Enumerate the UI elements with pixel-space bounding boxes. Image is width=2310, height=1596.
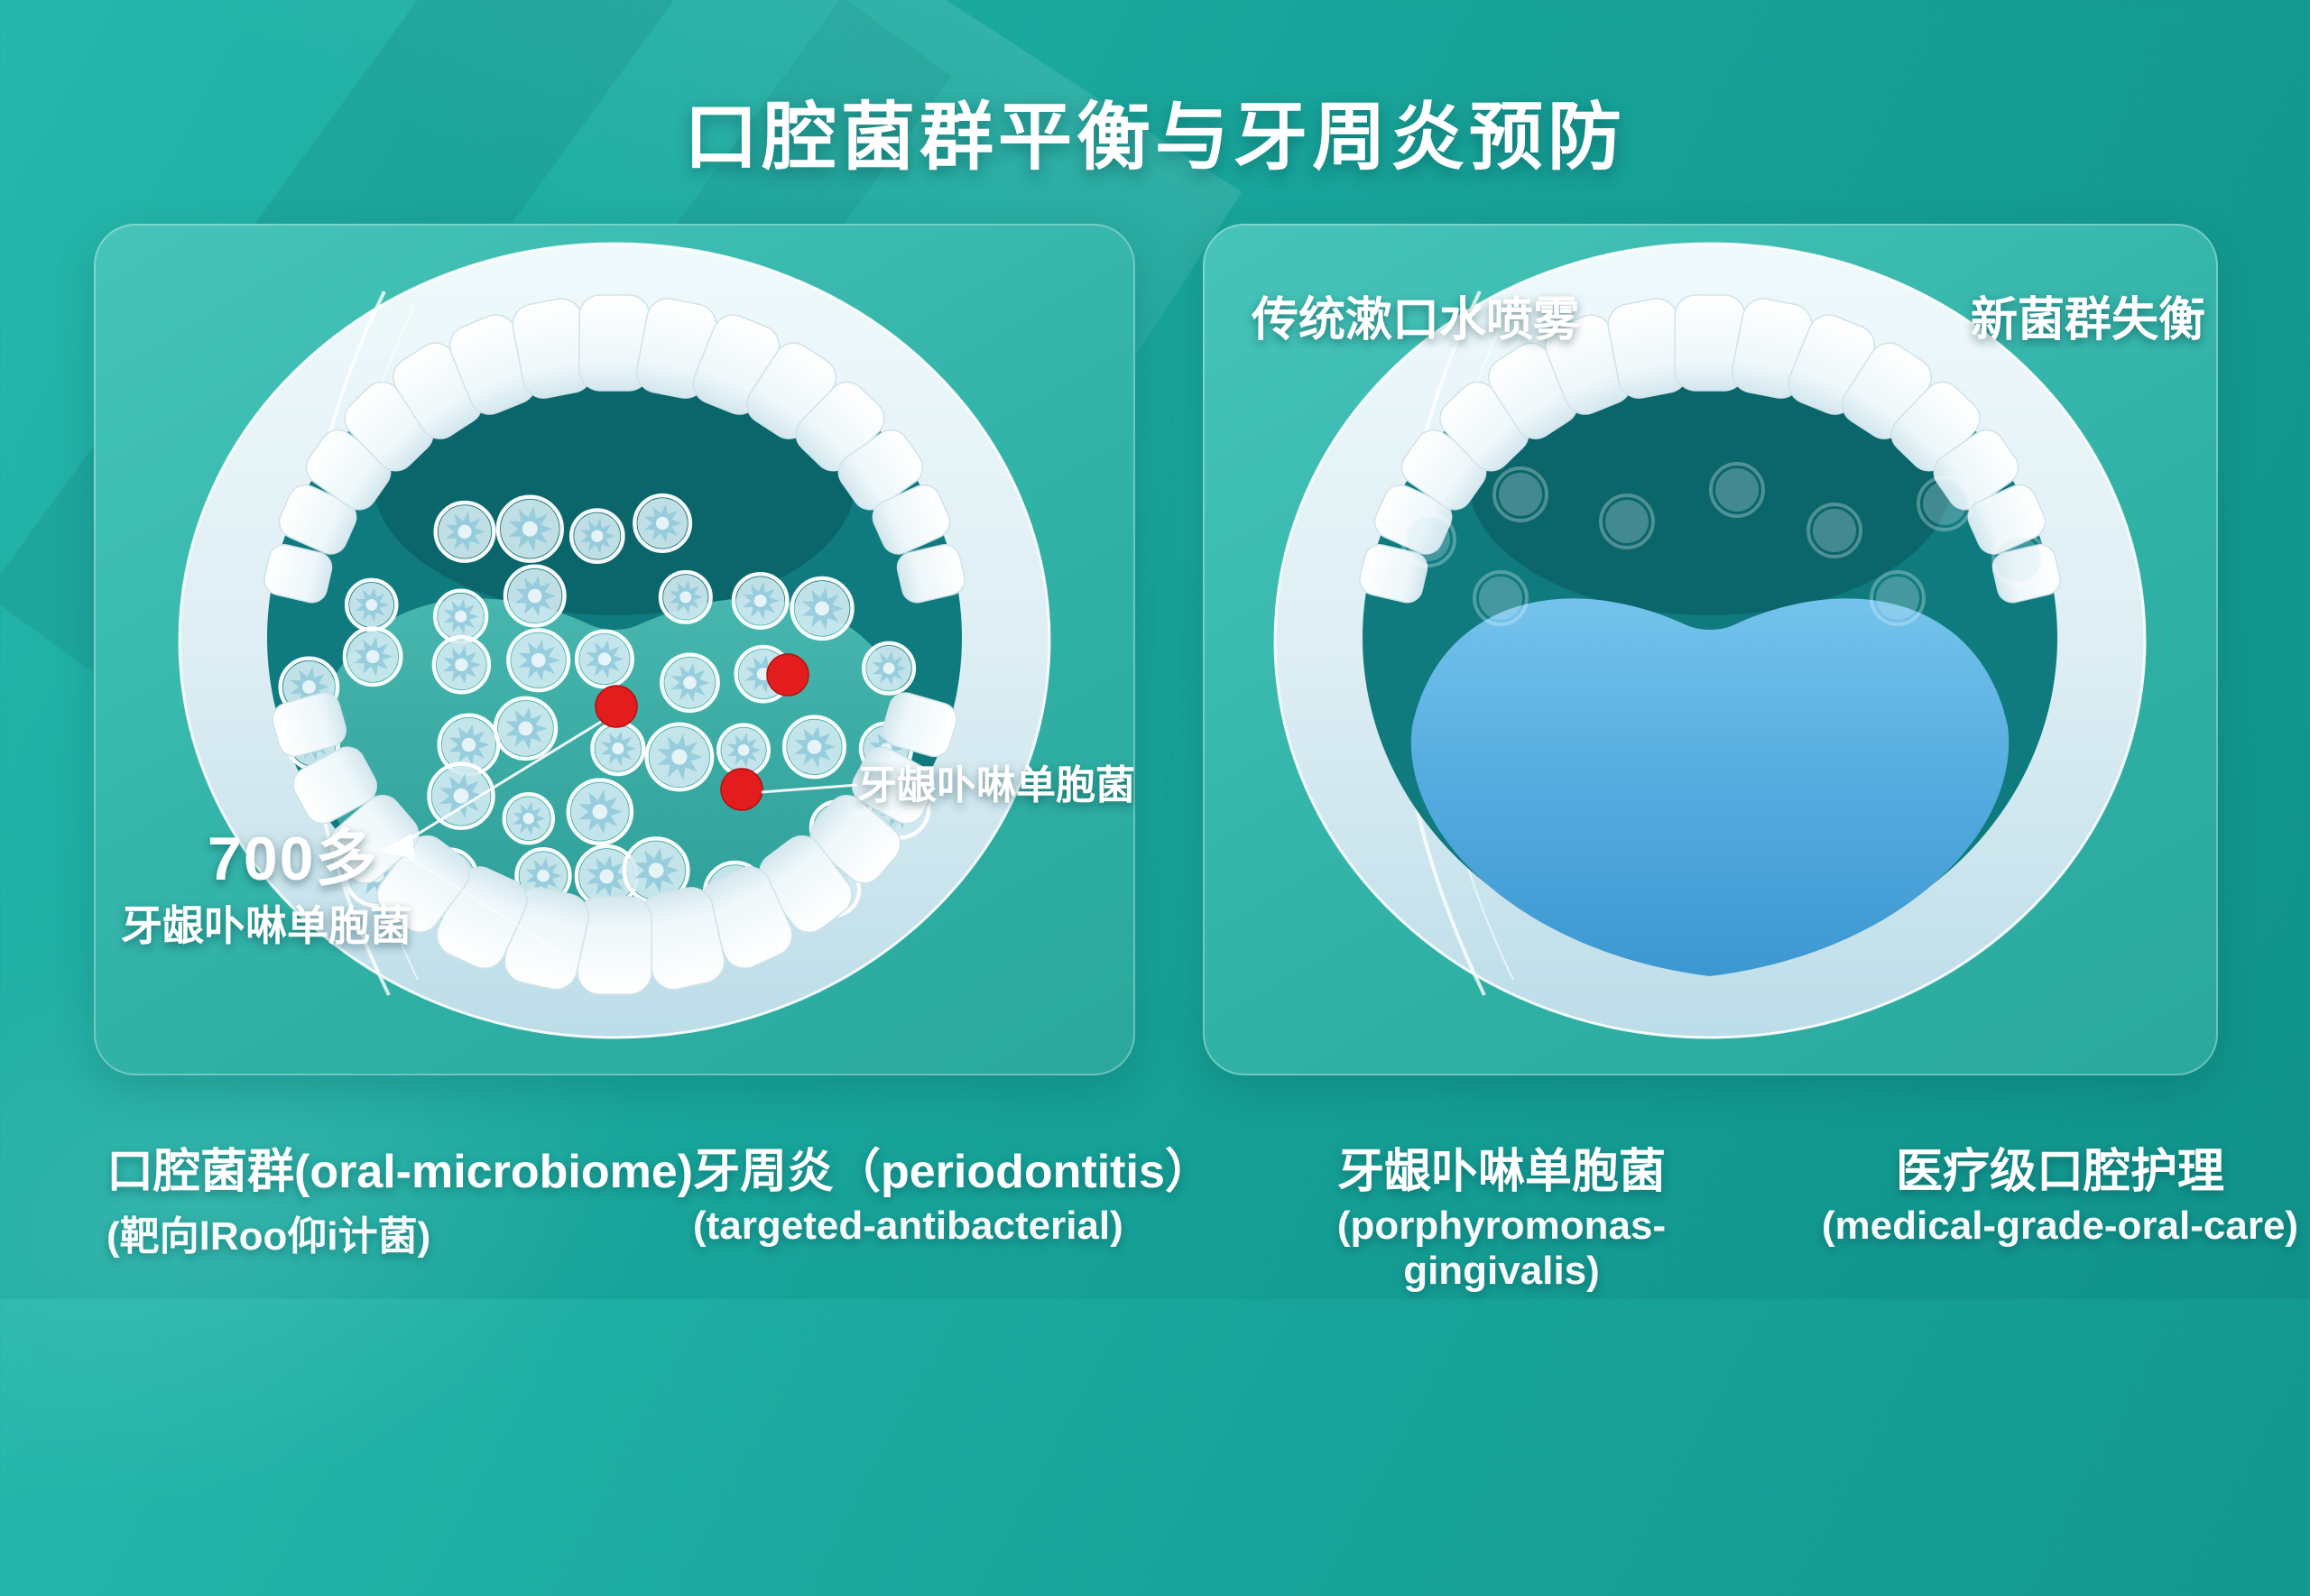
tooth: [896, 544, 966, 604]
caption-sub: (porphyromonas-gingivalis): [1336, 1204, 1667, 1294]
ghost-microbes: [1400, 462, 2047, 626]
caption-main: 口腔菌群(oral-microbiome): [106, 1146, 694, 1198]
bacteria-name-label-bottom: 牙龈卟啉单胞菌: [121, 902, 411, 949]
mouth-illustration-left: [178, 242, 1051, 1039]
tooth: [1933, 429, 2019, 511]
traditional-spray-label: 传统漱口水喷雾: [1252, 294, 1581, 346]
pathogen-dot: [766, 653, 809, 697]
mouth-illustration-right: [1273, 242, 2147, 1039]
caption-medical-grade-care: 医疗级口腔护理 (medical-grade-oral-care): [1821, 1146, 2299, 1249]
caption-main: 牙龈卟啉单胞菌: [1336, 1146, 1666, 1198]
caption-porphyromonas: 牙龈卟啉单胞菌 (porphyromonas-gingivalis): [1267, 1146, 1736, 1294]
microbiome-imbalance-label: 新菌群失衡: [1970, 294, 2205, 346]
pathogen-red-dots: [595, 653, 809, 811]
page-title: 口腔菌群平衡与牙周炎预防: [683, 96, 1626, 179]
caption-oral-microbiome: 口腔菌群(oral-microbiome) (靶向lRoo仰i计菌): [106, 1146, 693, 1261]
tooth: [1967, 484, 2047, 555]
upper-teeth: [1359, 294, 2061, 604]
tongue: [1410, 598, 2010, 976]
bacteria-name-label-right: 牙龈卟啉单胞菌: [857, 763, 1135, 807]
callout-arrowhead: [381, 834, 415, 859]
caption-sub: (targeted-antibacterial): [693, 1204, 1123, 1249]
upper-teeth: [263, 294, 966, 604]
lower-teeth: [272, 692, 957, 995]
left-panel-healthy-microbiome: 700多 牙龈卟啉单胞菌 牙龈卟啉单胞菌: [94, 224, 1135, 1075]
tooth: [328, 794, 420, 884]
uvula: [1680, 411, 1740, 553]
right-panel-mouthwash-spray: 传统漱口水喷雾 新菌群失衡: [1203, 224, 2218, 1075]
tooth: [837, 429, 924, 511]
tooth: [1373, 484, 1453, 555]
tooth: [1359, 544, 1428, 604]
caption-sub: (medical-grade-oral-care): [1821, 1204, 2299, 1249]
tooth: [809, 794, 901, 884]
pathogen-dot: [720, 768, 763, 811]
tooth: [272, 692, 346, 758]
tooth: [852, 746, 937, 825]
tooth: [292, 746, 377, 825]
tooth: [1991, 544, 2061, 604]
caption-sub: (靶向lRoo仰i计菌): [106, 1214, 431, 1259]
tooth: [263, 544, 333, 604]
pathogen-dot: [595, 685, 638, 728]
bacteria-count-label: 700多: [208, 825, 379, 893]
microbe-colonies: [278, 493, 931, 925]
tooth: [872, 484, 951, 555]
caption-main: 牙周炎（periodontitis）: [693, 1146, 1212, 1198]
tooth: [882, 692, 957, 758]
caption-periodontitis: 牙周炎（periodontitis） (targeted-antibacteri…: [693, 1146, 1212, 1249]
caption-main: 医疗级口腔护理: [1895, 1146, 2224, 1198]
callout-lines: [381, 720, 858, 959]
tooth: [278, 484, 357, 555]
